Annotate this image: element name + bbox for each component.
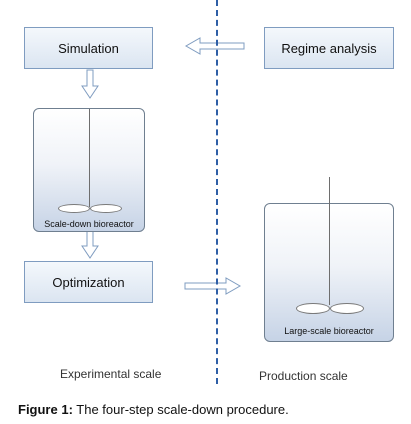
impeller-blade-left bbox=[296, 303, 330, 314]
caption-label: Figure 1: bbox=[18, 402, 73, 417]
experimental-scale-label: Experimental scale bbox=[60, 367, 162, 381]
arrow-simulation-to-vessel bbox=[81, 69, 99, 99]
regime-analysis-box: Regime analysis bbox=[264, 27, 394, 69]
arrow-regime-to-simulation bbox=[184, 37, 245, 55]
impeller-blade-left bbox=[58, 204, 90, 213]
simulation-label: Simulation bbox=[58, 40, 119, 56]
arrow-optimization-to-large-scale bbox=[184, 277, 242, 295]
regime-analysis-label: Regime analysis bbox=[281, 40, 377, 56]
figure-caption: Figure 1: The four-step scale-down proce… bbox=[18, 402, 289, 417]
impeller-blade-right bbox=[90, 204, 122, 213]
large-scale-bioreactor: Large-scale bioreactor bbox=[264, 177, 394, 342]
optimization-box: Optimization bbox=[24, 261, 153, 303]
impeller-shaft bbox=[329, 177, 330, 305]
large-scale-bioreactor-label: Large-scale bioreactor bbox=[284, 326, 374, 336]
production-scale-label: Production scale bbox=[259, 369, 348, 383]
impeller-blade-right bbox=[330, 303, 364, 314]
caption-text: The four-step scale-down procedure. bbox=[72, 402, 289, 417]
impeller-shaft bbox=[89, 109, 90, 207]
scale-down-bioreactor-label: Scale-down bioreactor bbox=[44, 219, 134, 229]
scale-divider-line bbox=[216, 0, 218, 384]
scale-down-bioreactor: Scale-down bioreactor bbox=[33, 108, 145, 232]
simulation-box: Simulation bbox=[24, 27, 153, 69]
optimization-label: Optimization bbox=[52, 274, 125, 290]
arrow-vessel-to-optimization bbox=[81, 229, 99, 259]
